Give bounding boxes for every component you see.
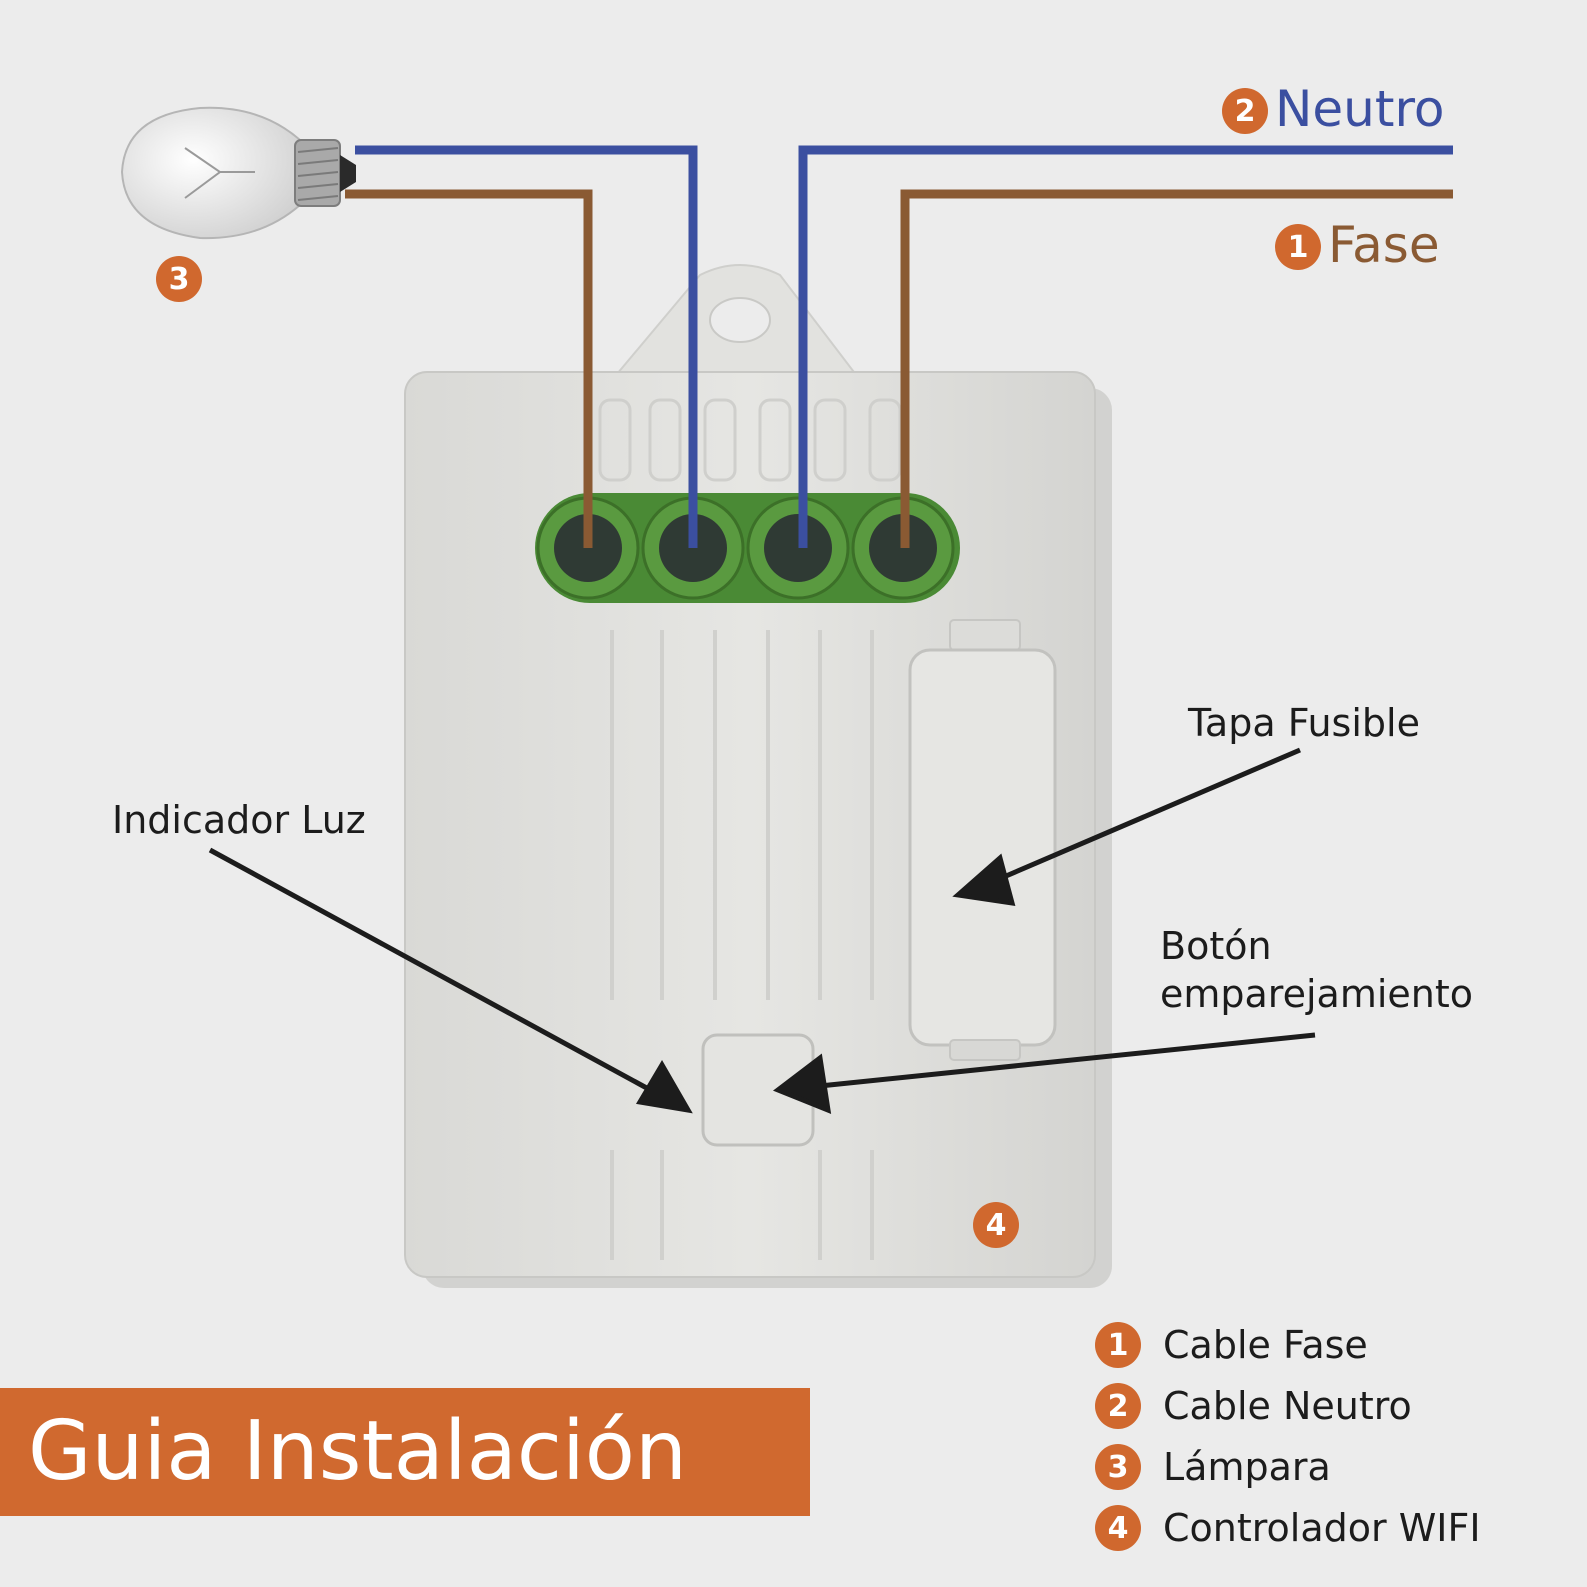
legend-badge: 2 <box>1095 1383 1141 1429</box>
wifi-controller-device <box>404 264 1112 1288</box>
boton-label-line2: emparejamiento <box>1160 972 1473 1016</box>
device-badge: 4 <box>973 1202 1019 1248</box>
legend-label: Cable Fase <box>1163 1323 1368 1367</box>
boton-arrow <box>809 1032 1316 1090</box>
legend-badge: 3 <box>1095 1444 1141 1490</box>
legend-label: Lámpara <box>1163 1445 1331 1489</box>
terminal-block <box>535 493 960 603</box>
page-title: Guia Instalación <box>28 1404 687 1499</box>
neutral-input-wire <box>798 145 1453 548</box>
neutro-badge: 2 <box>1222 88 1268 134</box>
legend-badge: 4 <box>1095 1505 1141 1551</box>
legend-item: 2 Cable Neutro <box>1095 1383 1412 1429</box>
boton-label-line1: Botón <box>1160 924 1272 968</box>
legend-label: Controlador WIFI <box>1163 1506 1481 1550</box>
neutro-label: Neutro <box>1275 80 1445 138</box>
title-banner: Guia Instalación <box>0 1388 810 1516</box>
fase-label: Fase <box>1328 216 1440 274</box>
phase-input-wire <box>900 189 1453 548</box>
indicador-luz-arrow <box>208 847 667 1101</box>
tapa-fusible-arrow <box>984 747 1301 888</box>
legend-item: 4 Controlador WIFI <box>1095 1505 1481 1551</box>
tapa-fusible-label: Tapa Fusible <box>1188 701 1420 745</box>
indicador-luz-arrowhead <box>635 1060 693 1114</box>
indicador-luz-label: Indicador Luz <box>112 798 366 842</box>
legend-label: Cable Neutro <box>1163 1384 1412 1428</box>
legend-badge: 1 <box>1095 1322 1141 1368</box>
fase-badge: 1 <box>1275 224 1321 270</box>
lamp-bulb-icon <box>120 106 356 240</box>
lamp-phase-wire <box>345 189 593 548</box>
lamp-neutral-wire <box>355 145 698 548</box>
legend-item: 3 Lámpara <box>1095 1444 1331 1490</box>
lamp-badge: 3 <box>156 256 202 302</box>
legend-item: 1 Cable Fase <box>1095 1322 1368 1368</box>
fuse-cover <box>908 619 1057 1061</box>
tapa-fusible-arrowhead <box>952 853 1016 907</box>
boton-arrowhead <box>772 1053 832 1114</box>
